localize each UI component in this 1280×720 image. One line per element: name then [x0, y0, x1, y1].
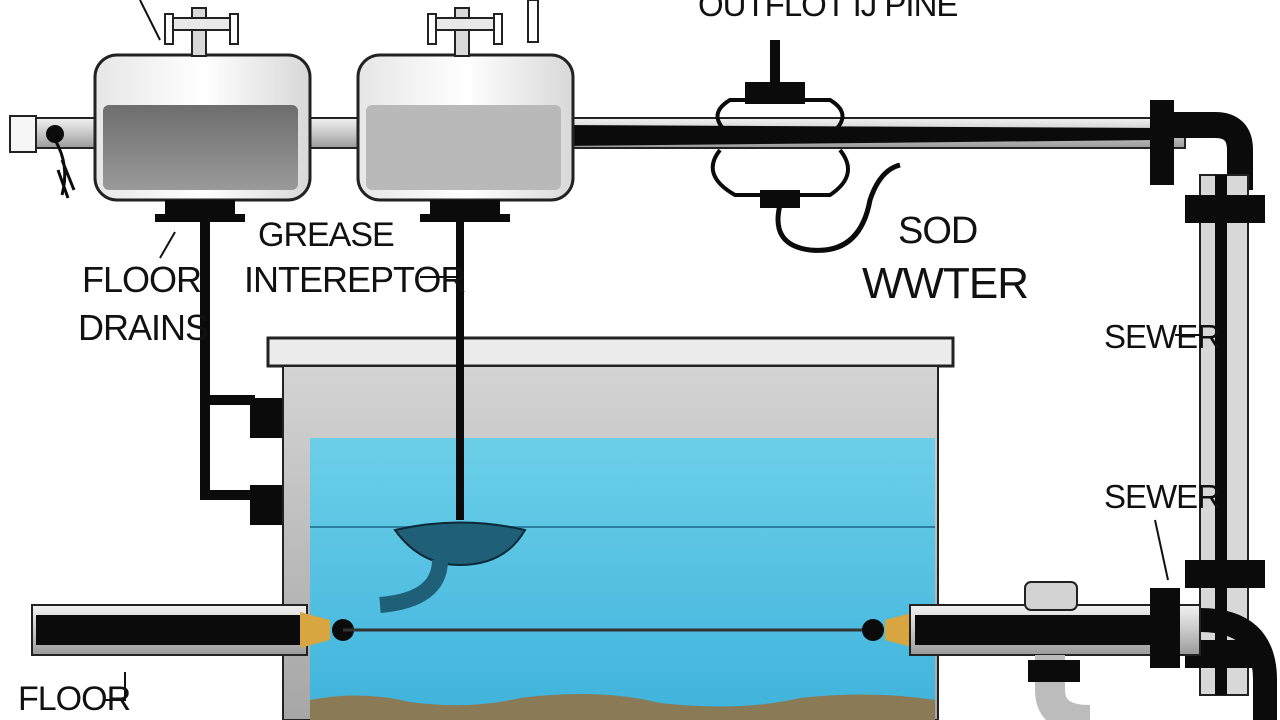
inlet-pipe-left	[9, 115, 76, 199]
label-sewer-top: SEWER	[1104, 318, 1221, 355]
lower-horizontal-pipe	[31, 588, 1201, 668]
lower-interceptor-tank	[266, 222, 955, 720]
label-floor-drains-line1: FLOOR	[82, 259, 202, 300]
label-grease-line2: INTEREPTOR	[244, 259, 466, 300]
label-grease-line1: GREASE	[258, 216, 395, 254]
sewer-vertical-pipe	[1150, 100, 1277, 720]
outflow-fitting	[710, 40, 901, 253]
label-floor-bottom: FLOOR	[18, 680, 131, 718]
label-sod-line2: WWTER	[862, 259, 1029, 308]
label-sewer-bottom: SEWER	[1104, 478, 1221, 515]
upper-tank-right	[356, 0, 575, 222]
label-floor-drains-line2: DRAINS	[78, 307, 209, 348]
leader-lines	[105, 0, 1200, 701]
upper-tank-left	[93, 7, 312, 222]
label-sod-line1: SOD	[898, 210, 978, 252]
label-outflow-pipe: OUTFLOT IJ PINE	[698, 0, 958, 23]
